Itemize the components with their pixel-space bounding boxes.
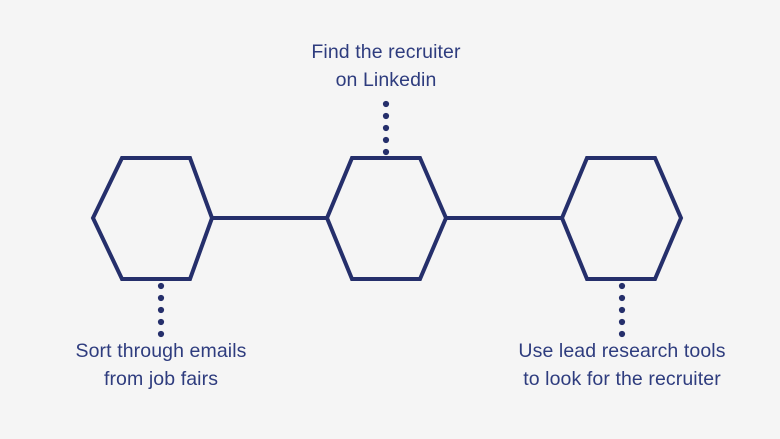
leader-dots-node-1 [157, 282, 165, 338]
label-find-recruiter-line-2: on Linkedin [335, 69, 437, 92]
label-sort-emails-line-2: from job fairs [103, 368, 219, 391]
label-sort-emails: Sort through emails from job fairs [76, 337, 247, 394]
label-lead-research: Use lead research tools to look for the … [518, 337, 725, 394]
leader-dots-node-2 [382, 100, 390, 156]
label-sort-emails-line-1: Sort through emails [75, 340, 247, 362]
hexagon-node-2[interactable] [324, 156, 449, 281]
leader-dots-node-3 [618, 282, 626, 338]
hexagon-node-1[interactable] [90, 156, 215, 281]
label-find-recruiter: Find the recruiter on Linkedin [311, 38, 460, 95]
hexagon-node-3[interactable] [559, 156, 684, 281]
label-find-recruiter-line-1: Find the recruiter [311, 41, 461, 63]
label-lead-research-line-1: Use lead research tools [518, 340, 726, 362]
label-lead-research-line-2: to look for the recruiter [523, 368, 721, 391]
